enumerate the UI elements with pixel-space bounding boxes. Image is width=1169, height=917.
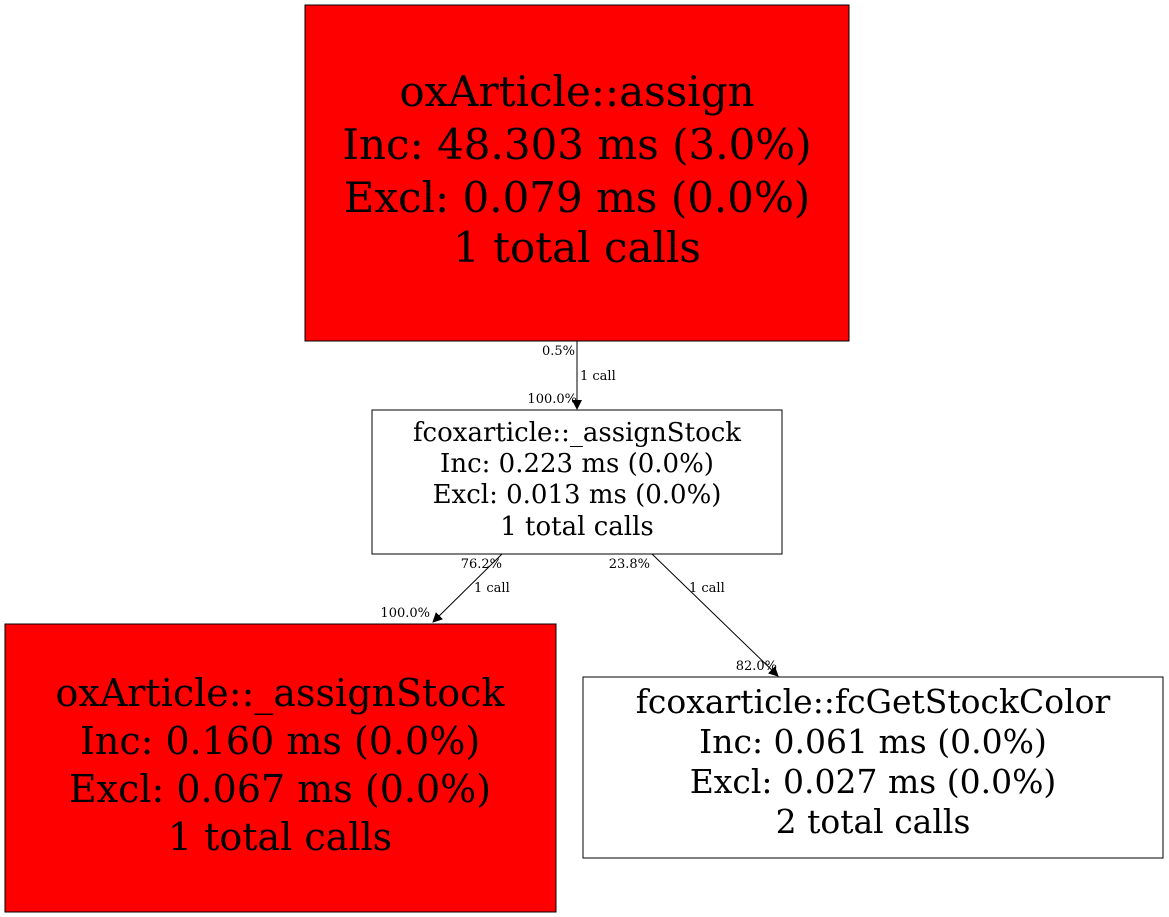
edge-fcassignstock-to-assignstock: 76.2% 1 call 100.0% [380,553,510,623]
node-inclusive-time: Inc: 48.303 ms (3.0%) [342,120,811,169]
node-box [4,623,557,913]
edge-head-label: 100.0% [380,606,430,621]
edge-tail-label: 23.8% [609,557,650,572]
node-inclusive-time: Inc: 0.223 ms (0.0%) [440,449,714,479]
node-title: fcoxarticle::fcGetStockColor [636,682,1111,721]
edge-tail-label: 0.5% [542,344,575,359]
edge-line [651,553,779,677]
edge-assign-to-fcassignstock: 0.5% 1 call 100.0% [527,341,616,410]
node-oxarticle-assignstock[interactable]: oxArticle::_assignStock Inc: 0.160 ms (0… [4,623,557,913]
node-oxarticle-assign[interactable]: oxArticle::assign Inc: 48.303 ms (3.0%) … [304,4,850,342]
node-total-calls: 2 total calls [776,802,971,841]
node-fcoxarticle-fcgetstockcolor[interactable]: fcoxarticle::fcGetStockColor Inc: 0.061 … [582,676,1164,859]
edge-call-label: 1 call [689,581,725,596]
edge-head-label: 82.0% [736,659,777,674]
node-title: fcoxarticle::_assignStock [413,418,741,448]
node-exclusive-time: Excl: 0.067 ms (0.0%) [69,767,491,811]
node-total-calls: 1 total calls [453,223,701,272]
edge-fcassignstock-to-fcgetstockcolor: 23.8% 1 call 82.0% [609,553,779,677]
node-box [304,4,850,342]
node-box [371,409,783,555]
edge-line [432,553,503,623]
node-exclusive-time: Excl: 0.027 ms (0.0%) [690,762,1057,801]
node-total-calls: 1 total calls [500,512,653,542]
node-inclusive-time: Inc: 0.160 ms (0.0%) [80,719,480,763]
node-exclusive-time: Excl: 0.079 ms (0.0%) [344,173,811,222]
edge-call-label: 1 call [580,369,616,384]
edge-call-label: 1 call [474,581,510,596]
node-title: oxArticle::assign [399,67,754,116]
node-total-calls: 1 total calls [168,815,392,859]
node-exclusive-time: Excl: 0.013 ms (0.0%) [433,480,722,510]
node-fcoxarticle-assignstock[interactable]: fcoxarticle::_assignStock Inc: 0.223 ms … [371,409,783,555]
edge-tail-label: 76.2% [461,557,502,572]
edge-head-label: 100.0% [527,392,577,407]
node-inclusive-time: Inc: 0.061 ms (0.0%) [699,722,1047,761]
node-title: oxArticle::_assignStock [56,671,506,716]
node-box [582,676,1164,859]
